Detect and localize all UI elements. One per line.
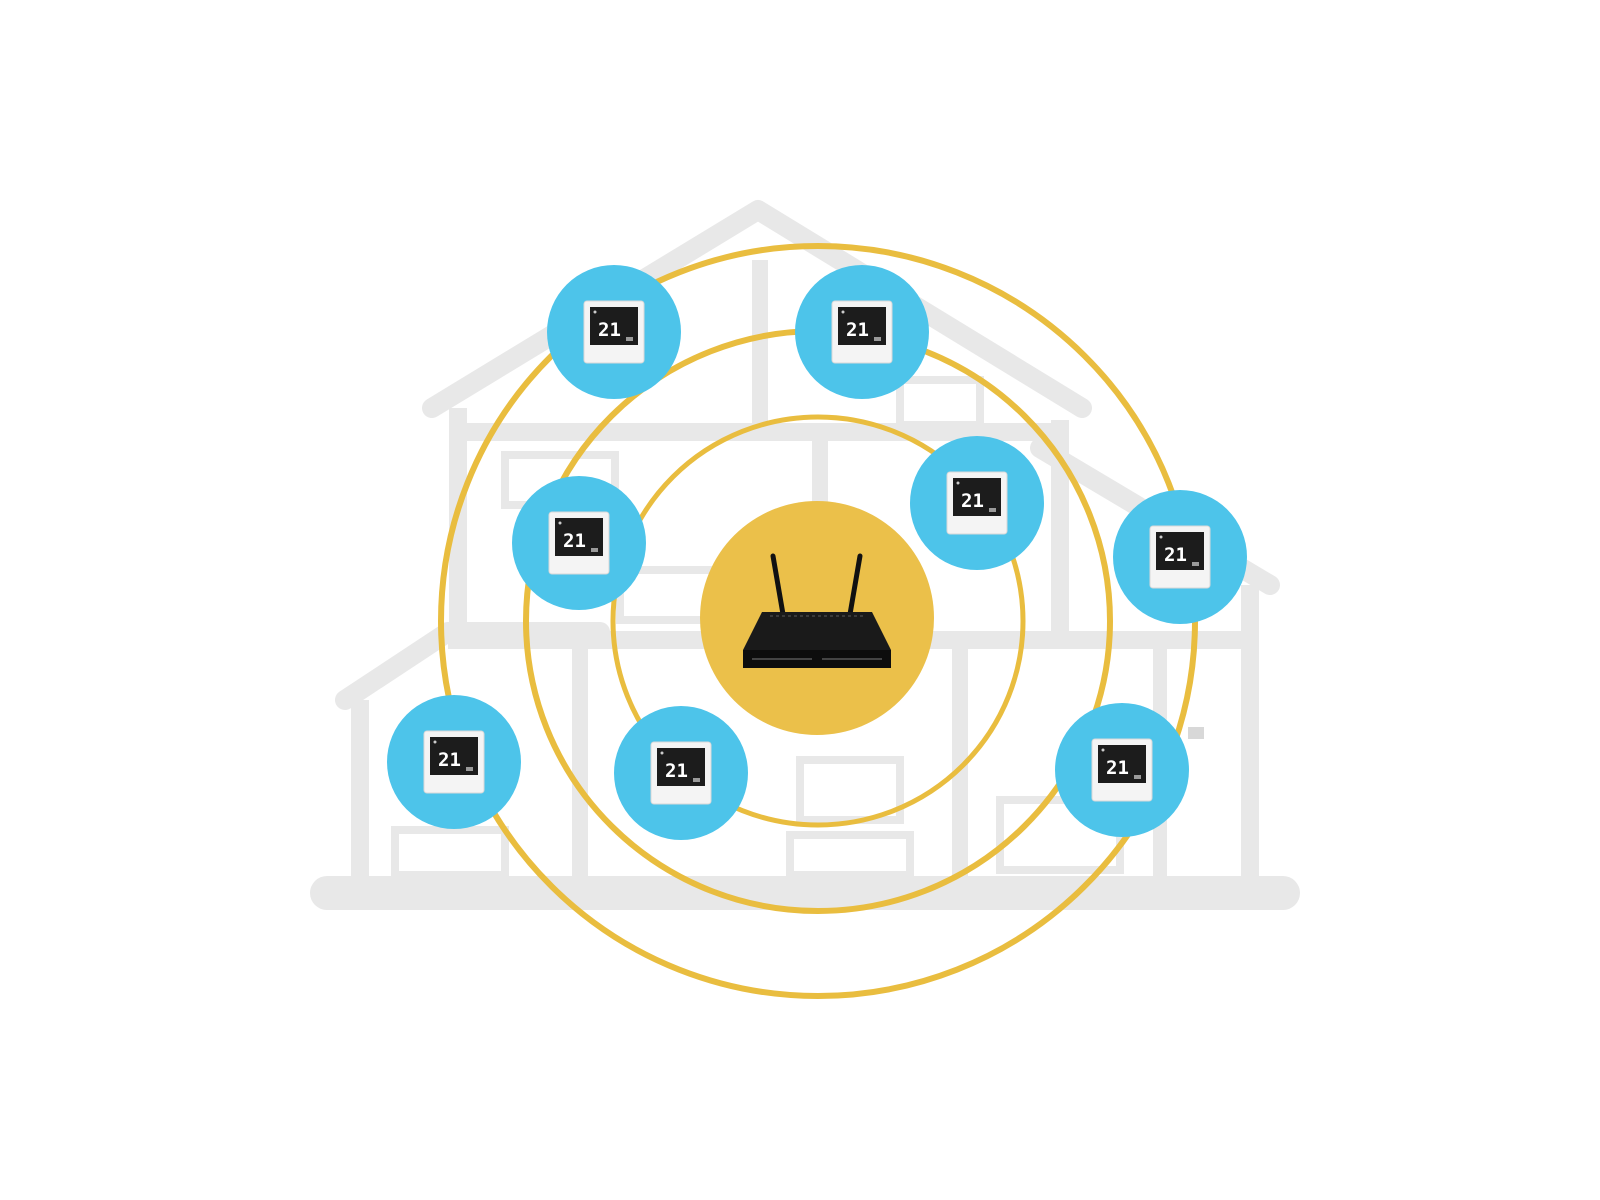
house-furniture-desk — [786, 831, 914, 879]
thermostat-lower-center: 21 — [614, 706, 748, 840]
thermostat-mid-center-right: 21 — [910, 436, 1044, 570]
thermostat-temperature-display: 21 — [563, 530, 586, 552]
thermostat-lower-left: 21 — [387, 695, 521, 829]
thermostat-upper-left: 21 — [547, 265, 681, 399]
house-main-roof — [422, 200, 1092, 418]
thermostat-temperature-display: 21 — [1164, 544, 1187, 566]
house-furniture-tv — [796, 756, 904, 824]
thermostat-mid-right: 21 — [1113, 490, 1247, 624]
signal-ring-inner — [610, 414, 1026, 828]
router-hub — [700, 501, 934, 735]
house-ground — [310, 876, 1300, 910]
thermostat-temperature-display: 21 — [846, 319, 869, 341]
thermostat-icon: 21 — [946, 471, 1008, 535]
thermostat-mid-left: 21 — [512, 476, 646, 610]
thermostat-temperature-display: 21 — [598, 319, 621, 341]
thermostat-icon: 21 — [423, 730, 485, 794]
thermostat-temperature-display: 21 — [665, 760, 688, 782]
thermostat-icon: 21 — [548, 511, 610, 575]
thermostat-temperature-display: 21 — [438, 749, 461, 771]
thermostat-lower-right: 21 — [1055, 703, 1189, 837]
thermostat-icon: 21 — [650, 741, 712, 805]
thermostat-icon: 21 — [1149, 525, 1211, 589]
thermostat-icon: 21 — [583, 300, 645, 364]
thermostat-icon: 21 — [831, 300, 893, 364]
thermostat-upper-center: 21 — [795, 265, 929, 399]
wifi-router-icon — [743, 553, 891, 668]
house-furniture-cabinet — [896, 376, 984, 429]
thermostat-temperature-display: 21 — [1106, 757, 1129, 779]
house-furniture-bed — [391, 826, 509, 879]
house-window-icon — [1188, 727, 1204, 739]
thermostat-temperature-display: 21 — [961, 490, 984, 512]
thermostat-icon: 21 — [1091, 738, 1153, 802]
thermostat-nodes: 21 21 21 21 21 21 21 21 — [387, 265, 1247, 840]
